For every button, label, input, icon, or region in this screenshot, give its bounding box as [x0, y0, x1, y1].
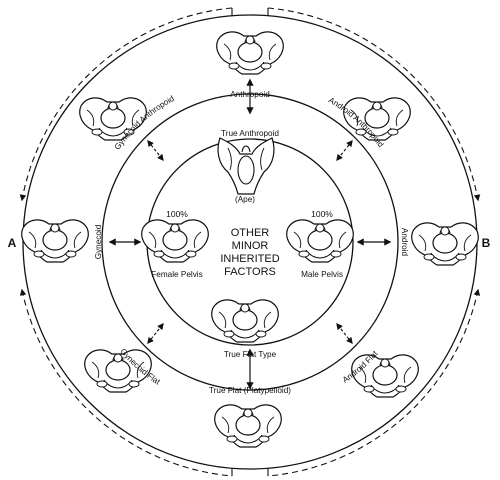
- center-line-3: INHERITED: [220, 253, 279, 265]
- label-true-flat-platypelloid: True Flat (Platypelloid): [209, 386, 291, 395]
- dashed-arc-top-left: [19, 7, 233, 202]
- pelvis-anthropoid-icon: [216, 31, 284, 75]
- arrow-diag-top-left: [147, 139, 164, 162]
- label-true-anthropoid: True Anthropoid: [221, 129, 279, 138]
- arc-end-ticks: [231, 8, 269, 476]
- center-line-1: OTHER: [231, 227, 270, 239]
- label-female-pelvis: Female Pelvis: [151, 270, 202, 279]
- pelvis-android-icon: [411, 222, 479, 266]
- center-line-2: MINOR: [232, 240, 269, 252]
- arrow-diag-bottom-left: [147, 322, 164, 345]
- arrow-diag-bottom-right: [336, 322, 353, 345]
- pelvis-male-icon: [286, 219, 354, 263]
- dashed-arc-top-right: [267, 7, 481, 202]
- label-side-a: A: [8, 236, 17, 250]
- center-line-4: FACTORS: [224, 266, 276, 278]
- pelvis-platypelloid-icon: [214, 404, 282, 448]
- label-android: Android: [400, 228, 409, 257]
- pelvis-female-icon: [141, 219, 209, 263]
- label-anthropoid: Anthropoid: [230, 90, 270, 99]
- label-gynecoid: Gynecoid: [94, 224, 103, 259]
- arrow-diag-top-right: [336, 139, 353, 162]
- pelvis-gynecoid-icon: [21, 219, 89, 263]
- pelvis-ape-icon: [217, 137, 275, 195]
- dashed-arc-bottom-right: [267, 288, 481, 477]
- dashed-arc-bottom-left: [19, 288, 233, 477]
- label-ape: (Ape): [235, 195, 255, 204]
- label-male-percent: 100%: [311, 209, 333, 219]
- label-side-b: B: [482, 236, 491, 250]
- pelvis-gynecoid-anthropoid-icon: [79, 97, 147, 141]
- label-female-percent: 100%: [166, 209, 188, 219]
- label-male-pelvis: Male Pelvis: [301, 270, 343, 279]
- label-true-flat-type: True Flat Type: [224, 350, 277, 359]
- pelvis-true-flat-type-icon: [211, 299, 279, 343]
